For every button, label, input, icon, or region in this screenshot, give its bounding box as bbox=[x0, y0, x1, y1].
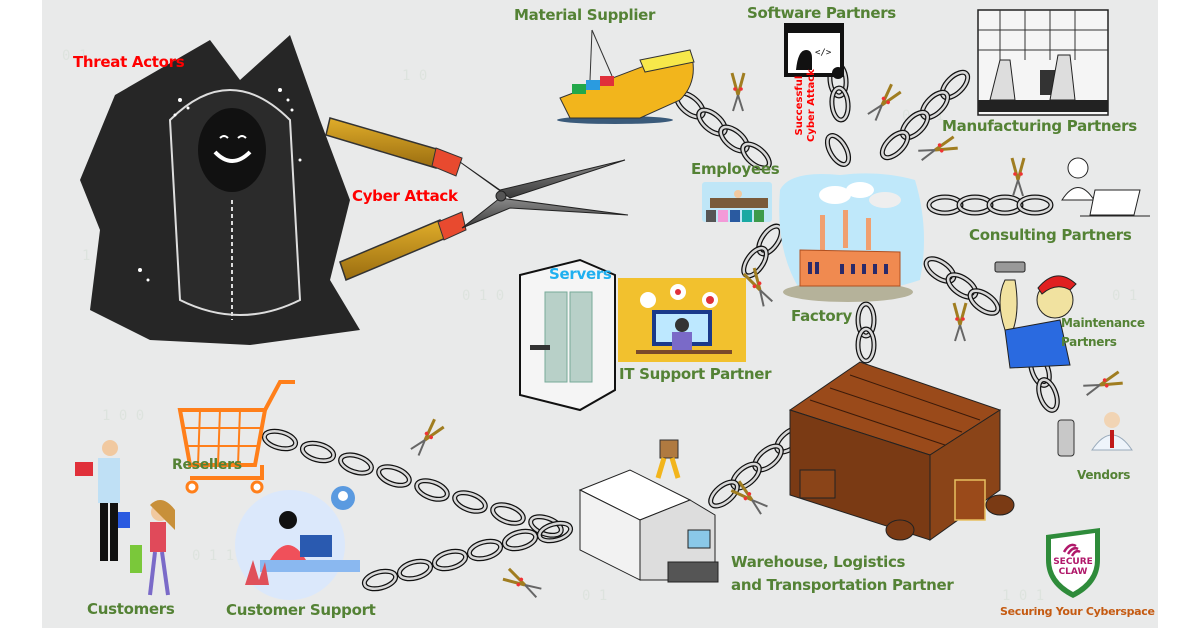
svg-text:0 1 1: 0 1 1 bbox=[192, 548, 234, 564]
warehouse-illustration bbox=[788, 361, 1015, 541]
logo-tagline: Securing Your Cyberspace bbox=[1000, 605, 1155, 618]
logo-line1: SECURE bbox=[1053, 557, 1093, 567]
svg-text:</>: </> bbox=[815, 48, 832, 58]
secure-claw-logo bbox=[1046, 528, 1100, 598]
resellers-label: Resellers bbox=[172, 457, 242, 473]
employees-illustration bbox=[702, 182, 772, 222]
it-support-partner-label: IT Support Partner bbox=[619, 365, 772, 383]
logo-line2: CLAW bbox=[1058, 567, 1088, 577]
successful-cyber-attack-line2: Cyber Attack bbox=[806, 69, 817, 142]
successful-cyber-attack-label: Successful Cyber Attack bbox=[794, 69, 818, 142]
threat-actors-label: Threat Actors bbox=[73, 53, 185, 71]
successful-cyber-attack-line1: Successful bbox=[794, 75, 805, 136]
employees-label: Employees bbox=[691, 160, 780, 178]
svg-text:1 1: 1 1 bbox=[642, 368, 667, 384]
manufacturing-illustration bbox=[977, 9, 1109, 116]
svg-text:1 0: 1 0 bbox=[402, 68, 427, 84]
binary-matrix-background: 0 11 0 00 1 1 1 00 1 01 1 0 0 11 00 1 1 … bbox=[62, 28, 1137, 604]
svg-text:0 1: 0 1 bbox=[582, 588, 607, 604]
hacker-illustration bbox=[80, 35, 360, 345]
cargo-ship-illustration bbox=[557, 29, 695, 124]
svg-text:1: 1 bbox=[82, 248, 90, 264]
servers-label: Servers bbox=[549, 265, 612, 283]
maintenance-partners-line1: Maintenance bbox=[1061, 316, 1145, 330]
customer-support-illustration bbox=[235, 486, 360, 600]
secure-claw-logo-text: SECURE CLAW bbox=[1051, 557, 1095, 577]
it-support-illustration bbox=[618, 278, 746, 362]
delivery-truck-illustration bbox=[578, 439, 719, 583]
material-supplier-label: Material Supplier bbox=[514, 6, 656, 24]
maintenance-partners-label: Maintenance Partners bbox=[1061, 314, 1145, 352]
customers-illustration bbox=[75, 440, 175, 596]
svg-text:0 1: 0 1 bbox=[62, 48, 87, 64]
shopping-cart-illustration bbox=[177, 380, 295, 494]
warehouse-logistics-line1: Warehouse, Logistics bbox=[731, 553, 906, 571]
warehouse-logistics-line2: and Transportation Partner bbox=[731, 576, 954, 594]
consultant-illustration bbox=[1061, 157, 1150, 217]
maintenance-partners-line2: Partners bbox=[1061, 335, 1117, 349]
maintenance-worker-illustration bbox=[994, 261, 1077, 369]
svg-text:0 1: 0 1 bbox=[1112, 288, 1137, 304]
consulting-partners-label: Consulting Partners bbox=[969, 226, 1132, 244]
customer-support-label: Customer Support bbox=[226, 601, 376, 619]
manufacturing-partners-label: Manufacturing Partners bbox=[942, 117, 1137, 135]
warehouse-logistics-label: Warehouse, Logistics and Transportation … bbox=[731, 551, 954, 597]
vendors-label: Vendors bbox=[1077, 468, 1131, 482]
svg-text:1 0 1: 1 0 1 bbox=[1002, 588, 1044, 604]
svg-text:0 1 0: 0 1 0 bbox=[462, 288, 504, 304]
factory-label: Factory bbox=[791, 307, 852, 325]
vendor-illustration bbox=[1057, 412, 1133, 457]
svg-text:1 0 0: 1 0 0 bbox=[102, 408, 144, 424]
large-clippers-illustration bbox=[325, 117, 629, 282]
software-partners-label: Software Partners bbox=[747, 4, 896, 22]
software-developer-illustration: </> bbox=[784, 23, 844, 79]
cyber-attack-label: Cyber Attack bbox=[352, 187, 458, 205]
servers-illustration bbox=[519, 258, 616, 412]
customers-label: Customers bbox=[87, 600, 175, 618]
factory-illustration bbox=[779, 173, 924, 302]
